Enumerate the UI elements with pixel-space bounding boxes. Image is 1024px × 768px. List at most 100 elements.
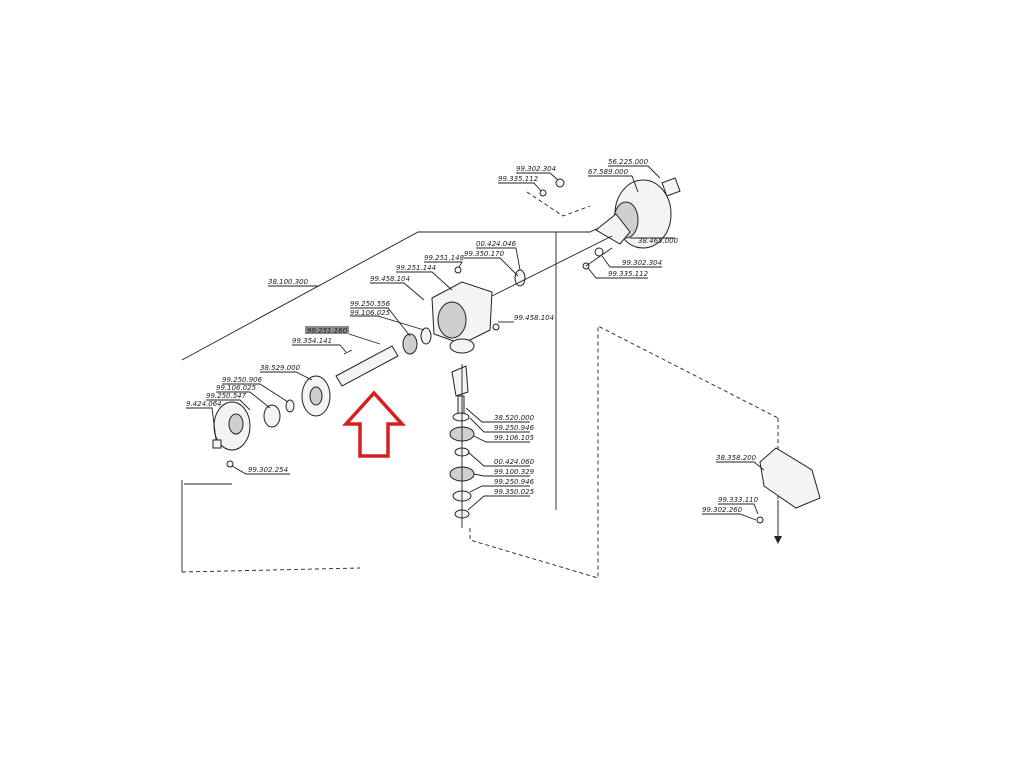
leader-99-458-104-a [370, 282, 425, 301]
blade-holder-assembly [756, 447, 821, 544]
leader-99-350-170 [464, 257, 519, 277]
top-housing-assembly [539, 177, 681, 270]
top-bolt [555, 178, 565, 188]
leader-99-251-144 [396, 271, 453, 291]
leader-56-225-000 [608, 165, 661, 179]
leader-99-106-025-b [216, 391, 271, 409]
leader-99-302-304-right [601, 255, 662, 268]
leader-99-302-260 [702, 513, 757, 521]
label-67-589-000: 67.589.000 [588, 168, 629, 176]
label-99-251-144: 99.251.144 [396, 264, 436, 272]
leader-lines [186, 165, 765, 521]
label-38-520-000: 38.520.000 [494, 414, 535, 422]
input-bearing-2 [263, 404, 281, 428]
gearbox-assembly [431, 235, 613, 354]
label-56-225-000: 56.225.000 [608, 158, 649, 166]
leader-38-358-200 [716, 461, 765, 471]
output-shaft [457, 395, 465, 415]
label-99-250-946-b: 99.250.946 [494, 478, 535, 486]
label-99-251-160: 99.251.160 [307, 327, 348, 335]
blade-bolt [756, 516, 764, 524]
label-38-465-000: 38.465.000 [638, 237, 679, 245]
hood-bracket [595, 213, 631, 245]
leader-99-250-946-a [469, 417, 530, 433]
top-dashed-link [526, 191, 591, 217]
gearbox-top-plug [454, 266, 462, 274]
label-99-100-329: 99.100.329 [494, 468, 535, 476]
label-38-100-300: 38.100.300 [268, 278, 309, 286]
leader-99-302-254 [231, 465, 290, 475]
cover-nut [212, 439, 222, 449]
shaft-key [343, 349, 353, 355]
label-99-335-112-right: 99.335.112 [608, 270, 649, 278]
bottom-dashed-left [181, 567, 361, 573]
blade-holder [759, 447, 821, 509]
leader-38-520-000 [465, 407, 530, 423]
label-99-458-104-a: 99.458.104 [370, 275, 410, 283]
leader-00-424-046 [476, 247, 521, 271]
label-38-358-200: 38.358.200 [716, 454, 757, 462]
end-cover-hub [228, 413, 244, 435]
label-99-350-025: 99.350.025 [494, 488, 535, 496]
leader-67-589-000 [588, 175, 639, 193]
part-labels: 56.225.000 67.589.000 99.302.304 99.335.… [186, 158, 759, 514]
hood-nut [661, 177, 681, 197]
leader-99-333-110 [718, 503, 759, 515]
label-99-302-260: 99.302.260 [702, 506, 743, 514]
gearbox-bottom-collar [449, 338, 475, 354]
label-99-250-556: 99.250.556 [350, 300, 391, 308]
input-bearing [402, 333, 418, 355]
gearbox-bore [437, 301, 467, 339]
circlip [285, 399, 295, 413]
label-99-458-104-b: 99.458.104 [514, 314, 554, 322]
cover-bolt [226, 460, 234, 468]
leader-38-529-000 [260, 371, 313, 381]
label-99-354-141: 99.354.141 [292, 337, 332, 345]
label-99-335-112-top: 99.335.112 [498, 175, 539, 183]
label-99-350-170: 99.350.170 [464, 250, 505, 258]
blade-arrowhead [774, 536, 782, 544]
input-shaft-assembly [212, 327, 432, 468]
highlight-99-251-160 [305, 326, 349, 334]
leader-9-424-064 [186, 407, 217, 441]
label-99-106-105: 99.106.105 [494, 434, 535, 442]
leader-99-250-906 [222, 383, 289, 403]
seal-link-line [491, 235, 613, 297]
label-9-424-064: 9.424.064 [186, 400, 222, 408]
red-up-arrow-icon [342, 390, 406, 458]
bevel-gear-hub [309, 386, 323, 406]
leader-99-106-105 [473, 435, 530, 443]
label-99-250-906: 99.250.906 [222, 376, 263, 384]
leader-99-250-946-b [469, 485, 530, 493]
right-bolt [594, 247, 604, 257]
label-00-424-060: 00.424.060 [494, 458, 535, 466]
label-99-302-304-top: 99.302.304 [516, 165, 556, 173]
pinion-gear [451, 365, 469, 397]
output-washer [452, 412, 470, 422]
gearbox-side-bolt [492, 323, 500, 331]
leader-99-100-329 [473, 473, 530, 477]
leader-00-424-060 [467, 451, 530, 467]
leader-99-350-025 [467, 495, 530, 511]
bolt-axis [585, 247, 613, 267]
leader-99-335-112-right [587, 267, 648, 279]
label-00-424-046: 00.424.046 [476, 240, 517, 248]
label-99-251-148: 99.251.148 [424, 254, 465, 262]
label-99-302-304-right: 99.302.304 [622, 259, 662, 267]
label-99-106-025-a: 99.106.025 [350, 309, 391, 317]
leader-99-302-304-top [516, 172, 559, 181]
input-shaft [335, 345, 399, 387]
output-shaft-assembly [449, 364, 475, 528]
top-washer [539, 189, 547, 197]
label-99-250-946-a: 99.250.946 [494, 424, 535, 432]
label-38-529-000: 38.529.000 [260, 364, 301, 372]
label-99-302-254: 99.302.254 [248, 466, 288, 474]
leader-99-251-160 [348, 333, 381, 345]
label-99-106-025-b: 99.106.025 [216, 384, 257, 392]
bottom-dashed-frame [469, 325, 779, 579]
label-99-250-547: 99.250.547 [206, 392, 247, 400]
input-seal [420, 327, 432, 345]
leader-99-106-025-a [350, 315, 425, 331]
label-99-333-110: 99.333.110 [718, 496, 759, 504]
